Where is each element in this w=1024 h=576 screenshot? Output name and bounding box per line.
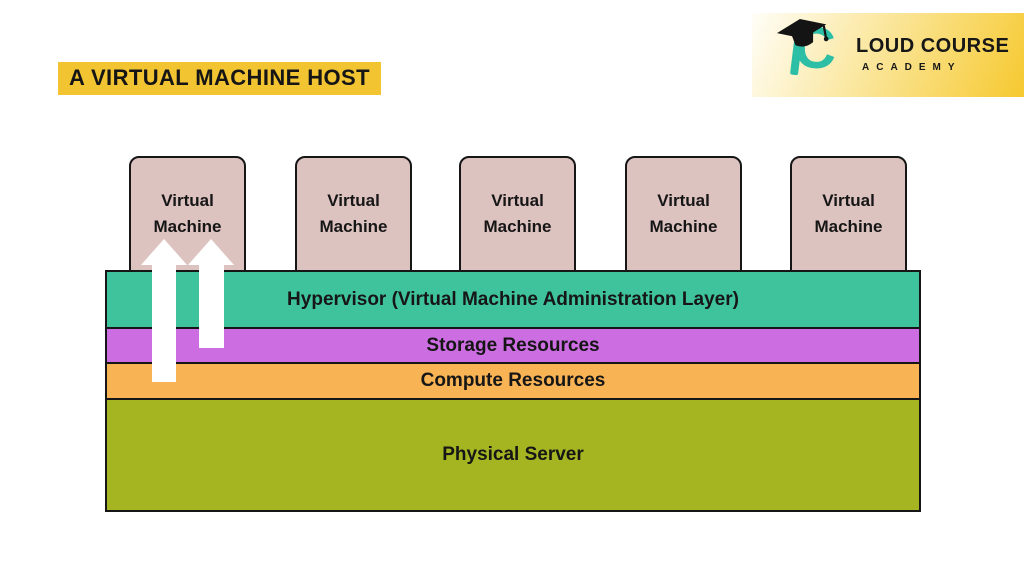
logo-text: LOUD COURSE ACADEMY (856, 35, 1016, 73)
hypervisor-layer: Hypervisor (Virtual Machine Administrati… (105, 270, 921, 329)
virtual-machine-box-2: Virtual Machine (295, 156, 412, 272)
graduation-cap-icon (773, 13, 833, 61)
virtual-machine-box-5: Virtual Machine (790, 156, 907, 272)
page-title: A VIRTUAL MACHINE HOST (58, 62, 381, 95)
logo-mark: C (776, 16, 852, 93)
virtual-machine-box-3: Virtual Machine (459, 156, 576, 272)
physical-server-layer: Physical Server (105, 398, 921, 512)
up-arrow-shaft (152, 263, 176, 382)
virtual-machine-box-4: Virtual Machine (625, 156, 742, 272)
storage-resources-layer: Storage Resources (105, 327, 921, 364)
logo-academy-text: ACADEMY (862, 62, 962, 73)
up-arrow-head-icon (188, 239, 234, 265)
up-arrow-shaft (199, 263, 224, 348)
compute-resources-layer: Compute Resources (105, 362, 921, 400)
up-arrow-head-icon (141, 239, 187, 265)
brand-logo: C LOUD COURSE ACADEMY (752, 13, 1024, 97)
logo-brand-text: LOUD COURSE (856, 35, 1010, 57)
